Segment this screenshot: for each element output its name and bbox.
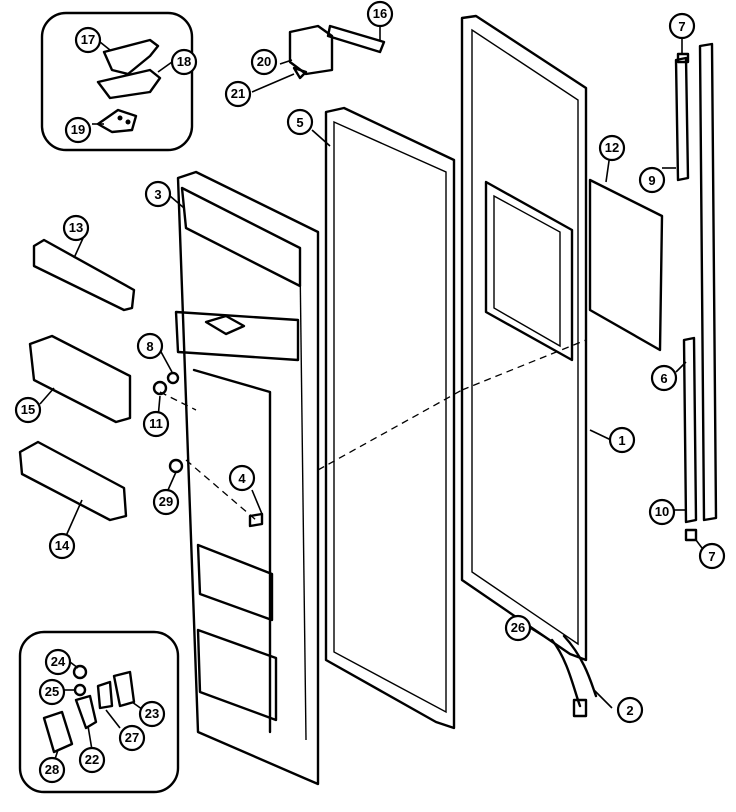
callout-14: 14 bbox=[48, 532, 76, 560]
svg-text:15: 15 bbox=[21, 402, 35, 417]
door-bins bbox=[18, 238, 136, 522]
svg-text:11: 11 bbox=[149, 416, 163, 431]
svg-text:26: 26 bbox=[511, 620, 525, 635]
callout-12: 12 bbox=[598, 134, 626, 162]
part-19-shim bbox=[96, 108, 138, 134]
callout-5: 5 bbox=[286, 108, 314, 136]
callout-11: 11 bbox=[142, 410, 170, 438]
part-24-washer bbox=[72, 664, 88, 680]
callout-10: 10 bbox=[648, 498, 676, 526]
part-29-plug bbox=[168, 458, 184, 474]
callout-27: 27 bbox=[118, 724, 146, 752]
part-7-cap-bottom bbox=[684, 528, 698, 542]
svg-text:22: 22 bbox=[85, 752, 99, 767]
part-11-nut bbox=[152, 380, 168, 396]
part-9-trim bbox=[674, 56, 690, 182]
svg-text:3: 3 bbox=[154, 187, 161, 202]
part-20-hinge-block bbox=[288, 24, 334, 76]
part-16-hinge-pin bbox=[326, 24, 386, 54]
callout-3: 3 bbox=[144, 180, 172, 208]
part-13-shelf bbox=[32, 238, 136, 312]
callout-28: 28 bbox=[38, 756, 66, 784]
callout-2: 2 bbox=[616, 696, 644, 724]
part-1-outer-door bbox=[460, 14, 588, 662]
svg-text:17: 17 bbox=[81, 32, 95, 47]
svg-text:12: 12 bbox=[605, 140, 619, 155]
right-trim-strips bbox=[674, 42, 718, 542]
svg-text:7: 7 bbox=[708, 549, 715, 564]
part-22-pin bbox=[74, 694, 98, 730]
wire-harness bbox=[550, 634, 598, 718]
svg-text:27: 27 bbox=[125, 730, 139, 745]
svg-text:14: 14 bbox=[55, 538, 70, 553]
part-8-screw bbox=[166, 371, 180, 385]
part-4-screw bbox=[248, 512, 264, 528]
inset-hinge-parts bbox=[40, 11, 194, 152]
callout-8: 8 bbox=[136, 332, 164, 360]
part-15-bin bbox=[28, 334, 132, 424]
callout-6: 6 bbox=[650, 364, 678, 392]
svg-text:7: 7 bbox=[678, 19, 685, 34]
callout-24: 24 bbox=[44, 648, 72, 676]
part-10-trim bbox=[682, 336, 698, 524]
callout-23: 23 bbox=[138, 700, 166, 728]
part-3-door-liner bbox=[174, 170, 320, 786]
callout-26: 26 bbox=[504, 614, 532, 642]
part-21-screw bbox=[292, 66, 308, 80]
svg-text:8: 8 bbox=[146, 339, 153, 354]
part-5-gasket bbox=[324, 106, 456, 730]
svg-text:4: 4 bbox=[238, 471, 246, 486]
part-18-hinge-plate bbox=[96, 68, 162, 100]
callout-19: 19 bbox=[64, 116, 92, 144]
top-hinge-assembly bbox=[288, 24, 386, 80]
part-25-bushing bbox=[73, 683, 87, 697]
callout-16: 16 bbox=[366, 0, 394, 28]
svg-text:24: 24 bbox=[51, 654, 66, 669]
svg-text:10: 10 bbox=[655, 504, 669, 519]
svg-text:1: 1 bbox=[618, 433, 625, 448]
svg-text:13: 13 bbox=[69, 220, 83, 235]
svg-text:25: 25 bbox=[45, 684, 59, 699]
callout-9: 9 bbox=[638, 166, 666, 194]
svg-text:18: 18 bbox=[177, 54, 191, 69]
callout-21: 21 bbox=[224, 80, 252, 108]
inset-lower-hinge-parts bbox=[18, 630, 180, 794]
svg-text:16: 16 bbox=[373, 6, 387, 21]
callout-1: 1 bbox=[608, 426, 636, 454]
part-27-cam bbox=[96, 680, 114, 710]
svg-text:28: 28 bbox=[45, 762, 59, 777]
callout-18: 18 bbox=[170, 48, 198, 76]
callout-22: 22 bbox=[78, 746, 106, 774]
part-23-hinge bbox=[112, 670, 136, 708]
callout-17: 17 bbox=[74, 26, 102, 54]
svg-text:2: 2 bbox=[626, 703, 633, 718]
callout-4: 4 bbox=[228, 464, 256, 492]
svg-text:5: 5 bbox=[296, 115, 303, 130]
callout-7-top: 7 bbox=[668, 12, 696, 40]
part-14-shelf bbox=[18, 440, 128, 522]
svg-text:23: 23 bbox=[145, 706, 159, 721]
part-17-hinge-bracket bbox=[102, 38, 160, 76]
callout-7-bottom: 7 bbox=[698, 542, 726, 570]
callout-20: 20 bbox=[250, 48, 278, 76]
callout-29: 29 bbox=[152, 488, 180, 516]
callout-13: 13 bbox=[62, 214, 90, 242]
svg-text:29: 29 bbox=[159, 494, 173, 509]
svg-text:21: 21 bbox=[231, 86, 245, 101]
part-12-panel bbox=[588, 178, 664, 352]
part-7-cap-top bbox=[676, 52, 690, 64]
long-trim-strip bbox=[698, 42, 718, 522]
part-28-bracket bbox=[42, 710, 74, 754]
callout-15: 15 bbox=[14, 396, 42, 424]
svg-text:6: 6 bbox=[660, 371, 667, 386]
svg-text:20: 20 bbox=[257, 54, 271, 69]
callout-25: 25 bbox=[38, 678, 66, 706]
svg-text:9: 9 bbox=[648, 173, 655, 188]
svg-text:19: 19 bbox=[71, 122, 85, 137]
